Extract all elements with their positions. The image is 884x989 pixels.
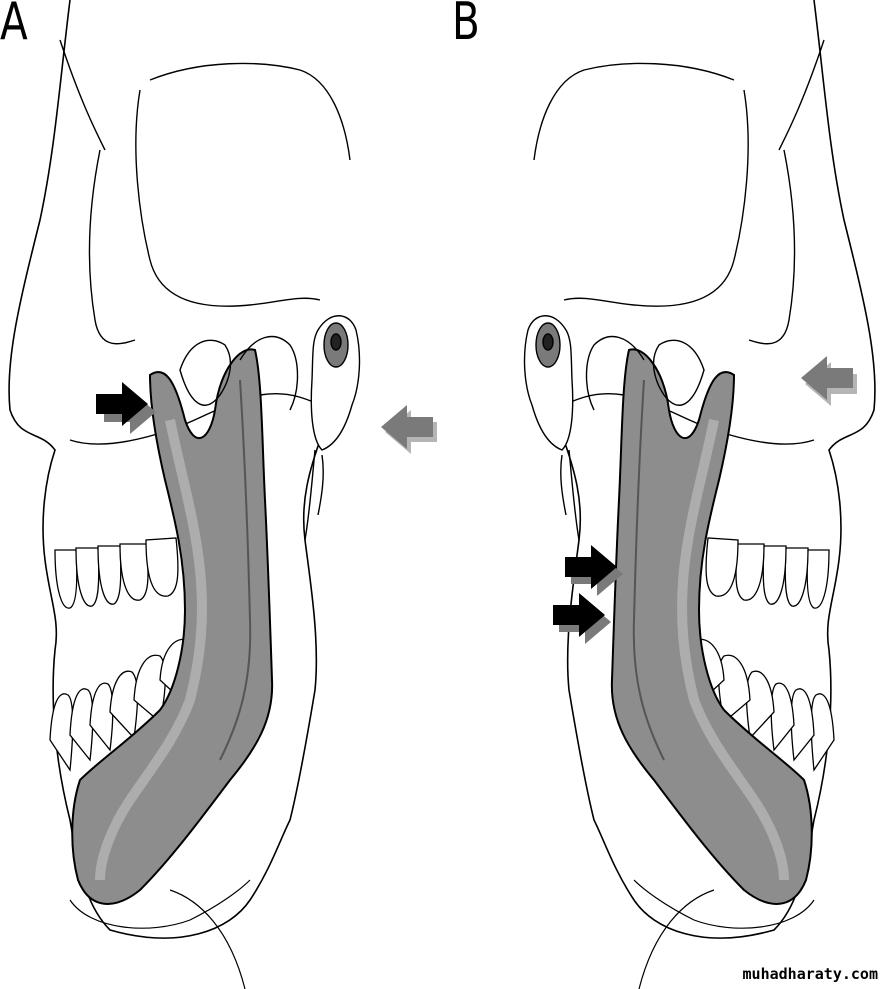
panel-a-drawing — [9, 0, 437, 989]
panel-label-b: B — [452, 0, 480, 52]
watermark: muhadharaty.com — [742, 965, 878, 983]
panel-a-arrow-gray — [381, 405, 433, 449]
panel-b-drawing — [525, 0, 875, 989]
panel-label-a: A — [0, 0, 28, 52]
